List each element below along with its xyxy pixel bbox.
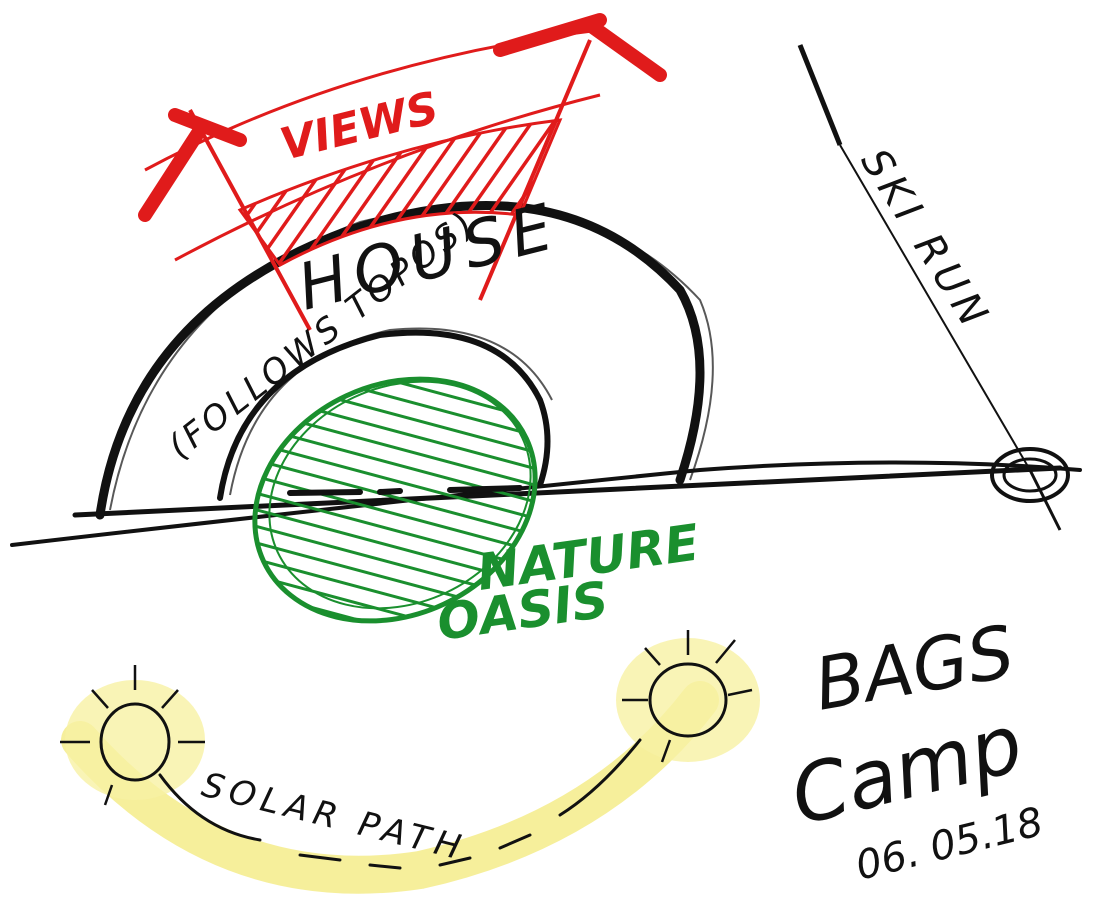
ski-run-label: SKI RUN xyxy=(852,141,1000,339)
solar-path: SOLAR PATH xyxy=(60,630,760,875)
ski-run: SKI RUN xyxy=(800,45,1068,530)
signature: BAGS Camp 06. 05.18 xyxy=(782,609,1047,889)
sun-left-icon xyxy=(60,665,205,805)
views-arrow-left-icon xyxy=(145,115,240,215)
